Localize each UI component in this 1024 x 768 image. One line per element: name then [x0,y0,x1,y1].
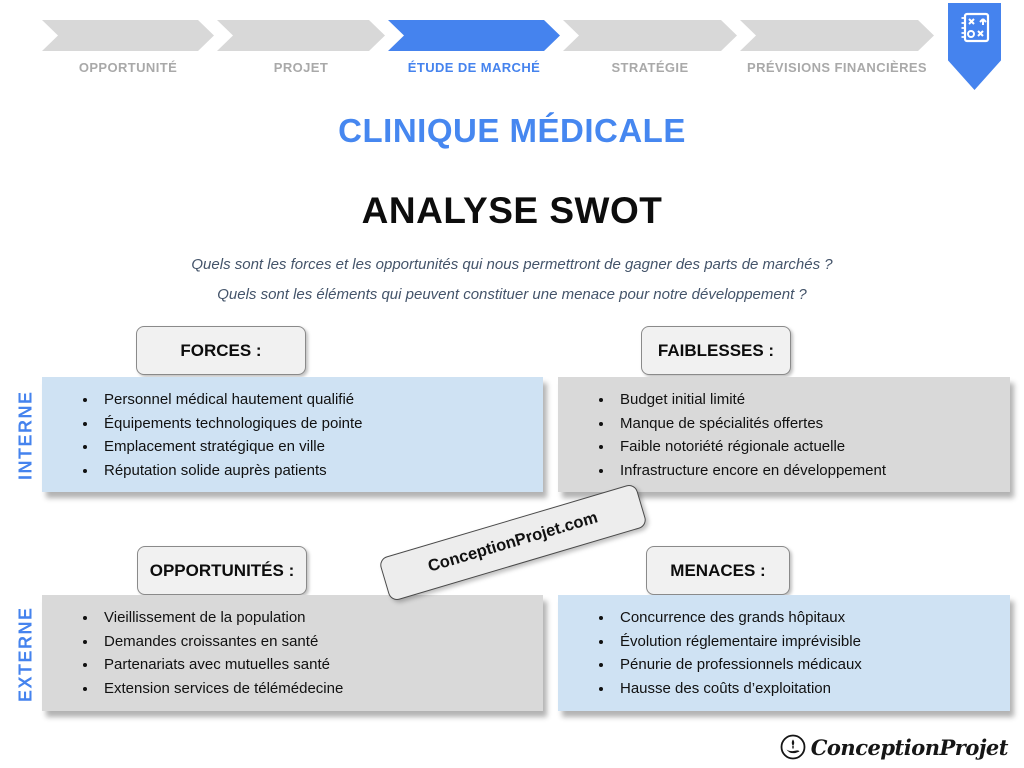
list-item: Infrastructure encore en développement [614,459,1010,483]
opportunites-header: OPPORTUNITÉS : [137,546,307,595]
list-item: Évolution réglementaire imprévisible [614,630,1010,654]
list-item: Manque de spécialités offertes [614,412,1010,436]
step-opportunite[interactable]: OPPORTUNITÉ [42,20,214,75]
question-line-2: Quels sont les éléments qui peuvent cons… [217,286,807,303]
list-item: Hausse des coûts d’exploitation [614,677,1010,701]
step-label: PRÉVISIONS FINANCIÈRES [747,60,927,75]
opportunites-box: Vieillissement de la population Demandes… [42,595,543,711]
faiblesses-box: Budget initial limité Manque de spéciali… [558,377,1010,492]
menaces-box: Concurrence des grands hôpitaux Évolutio… [558,595,1010,711]
list-item: Pénurie de professionnels médicaux [614,653,1010,677]
step-strategie[interactable]: STRATÉGIE [563,20,737,75]
chevron-shape [740,20,934,51]
step-label: OPPORTUNITÉ [78,60,178,75]
list-item: Équipements technologiques de pointe [98,412,543,436]
forces-box: Personnel médical hautement qualifié Équ… [42,377,543,492]
faiblesses-list: Budget initial limité Manque de spéciali… [558,388,1010,482]
hand-rocket-logo-icon [780,734,806,760]
process-bar: OPPORTUNITÉ PROJET ÉTUDE DE MARCHÉ STRAT… [42,20,934,75]
chevron-shape [388,20,560,51]
list-item: Emplacement stratégique en ville [98,435,543,459]
list-item: Vieillissement de la population [98,606,543,630]
forces-header: FORCES : [136,326,306,375]
footer-brand: ConceptionProjet [780,734,1009,760]
row-label-interne: INTERNE [15,390,36,480]
list-item: Partenariats avec mutuelles santé [98,653,543,677]
bookmark-ribbon [948,3,1001,90]
row-label-externe: EXTERNE [15,606,36,702]
list-item: Demandes croissantes en santé [98,630,543,654]
menaces-list: Concurrence des grands hôpitaux Évolutio… [558,606,1010,700]
list-item: Extension services de télémédecine [98,677,543,701]
step-label: STRATÉGIE [611,60,689,75]
step-label: ÉTUDE DE MARCHÉ [407,60,541,75]
list-item: Concurrence des grands hôpitaux [614,606,1010,630]
list-item: Réputation solide auprès patients [98,459,543,483]
strategy-notebook-icon [961,12,989,43]
faiblesses-header: FAIBLESSES : [641,326,791,375]
list-item: Personnel médical hautement qualifié [98,388,543,412]
step-label: PROJET [273,60,329,75]
page-title: CLINIQUE MÉDICALE [338,112,686,149]
chevron-shape [42,20,214,51]
step-projet[interactable]: PROJET [217,20,385,75]
step-etude-de-marche-active[interactable]: ÉTUDE DE MARCHÉ [388,20,560,75]
menaces-header: MENACES : [646,546,790,595]
footer-brand-name: ConceptionProjet [810,734,1009,760]
watermark-link[interactable]: ConceptionProjet.com [378,482,648,603]
chevron-shape [217,20,385,51]
list-item: Faible notoriété régionale actuelle [614,435,1010,459]
question-line-1: Quels sont les forces et les opportunité… [191,256,833,273]
step-previsions-financieres[interactable]: PRÉVISIONS FINANCIÈRES [740,20,934,75]
section-title: ANALYSE SWOT [361,190,663,231]
forces-list: Personnel médical hautement qualifié Équ… [42,388,543,482]
list-item: Budget initial limité [614,388,1010,412]
opportunites-list: Vieillissement de la population Demandes… [42,606,543,700]
chevron-shape [563,20,737,51]
